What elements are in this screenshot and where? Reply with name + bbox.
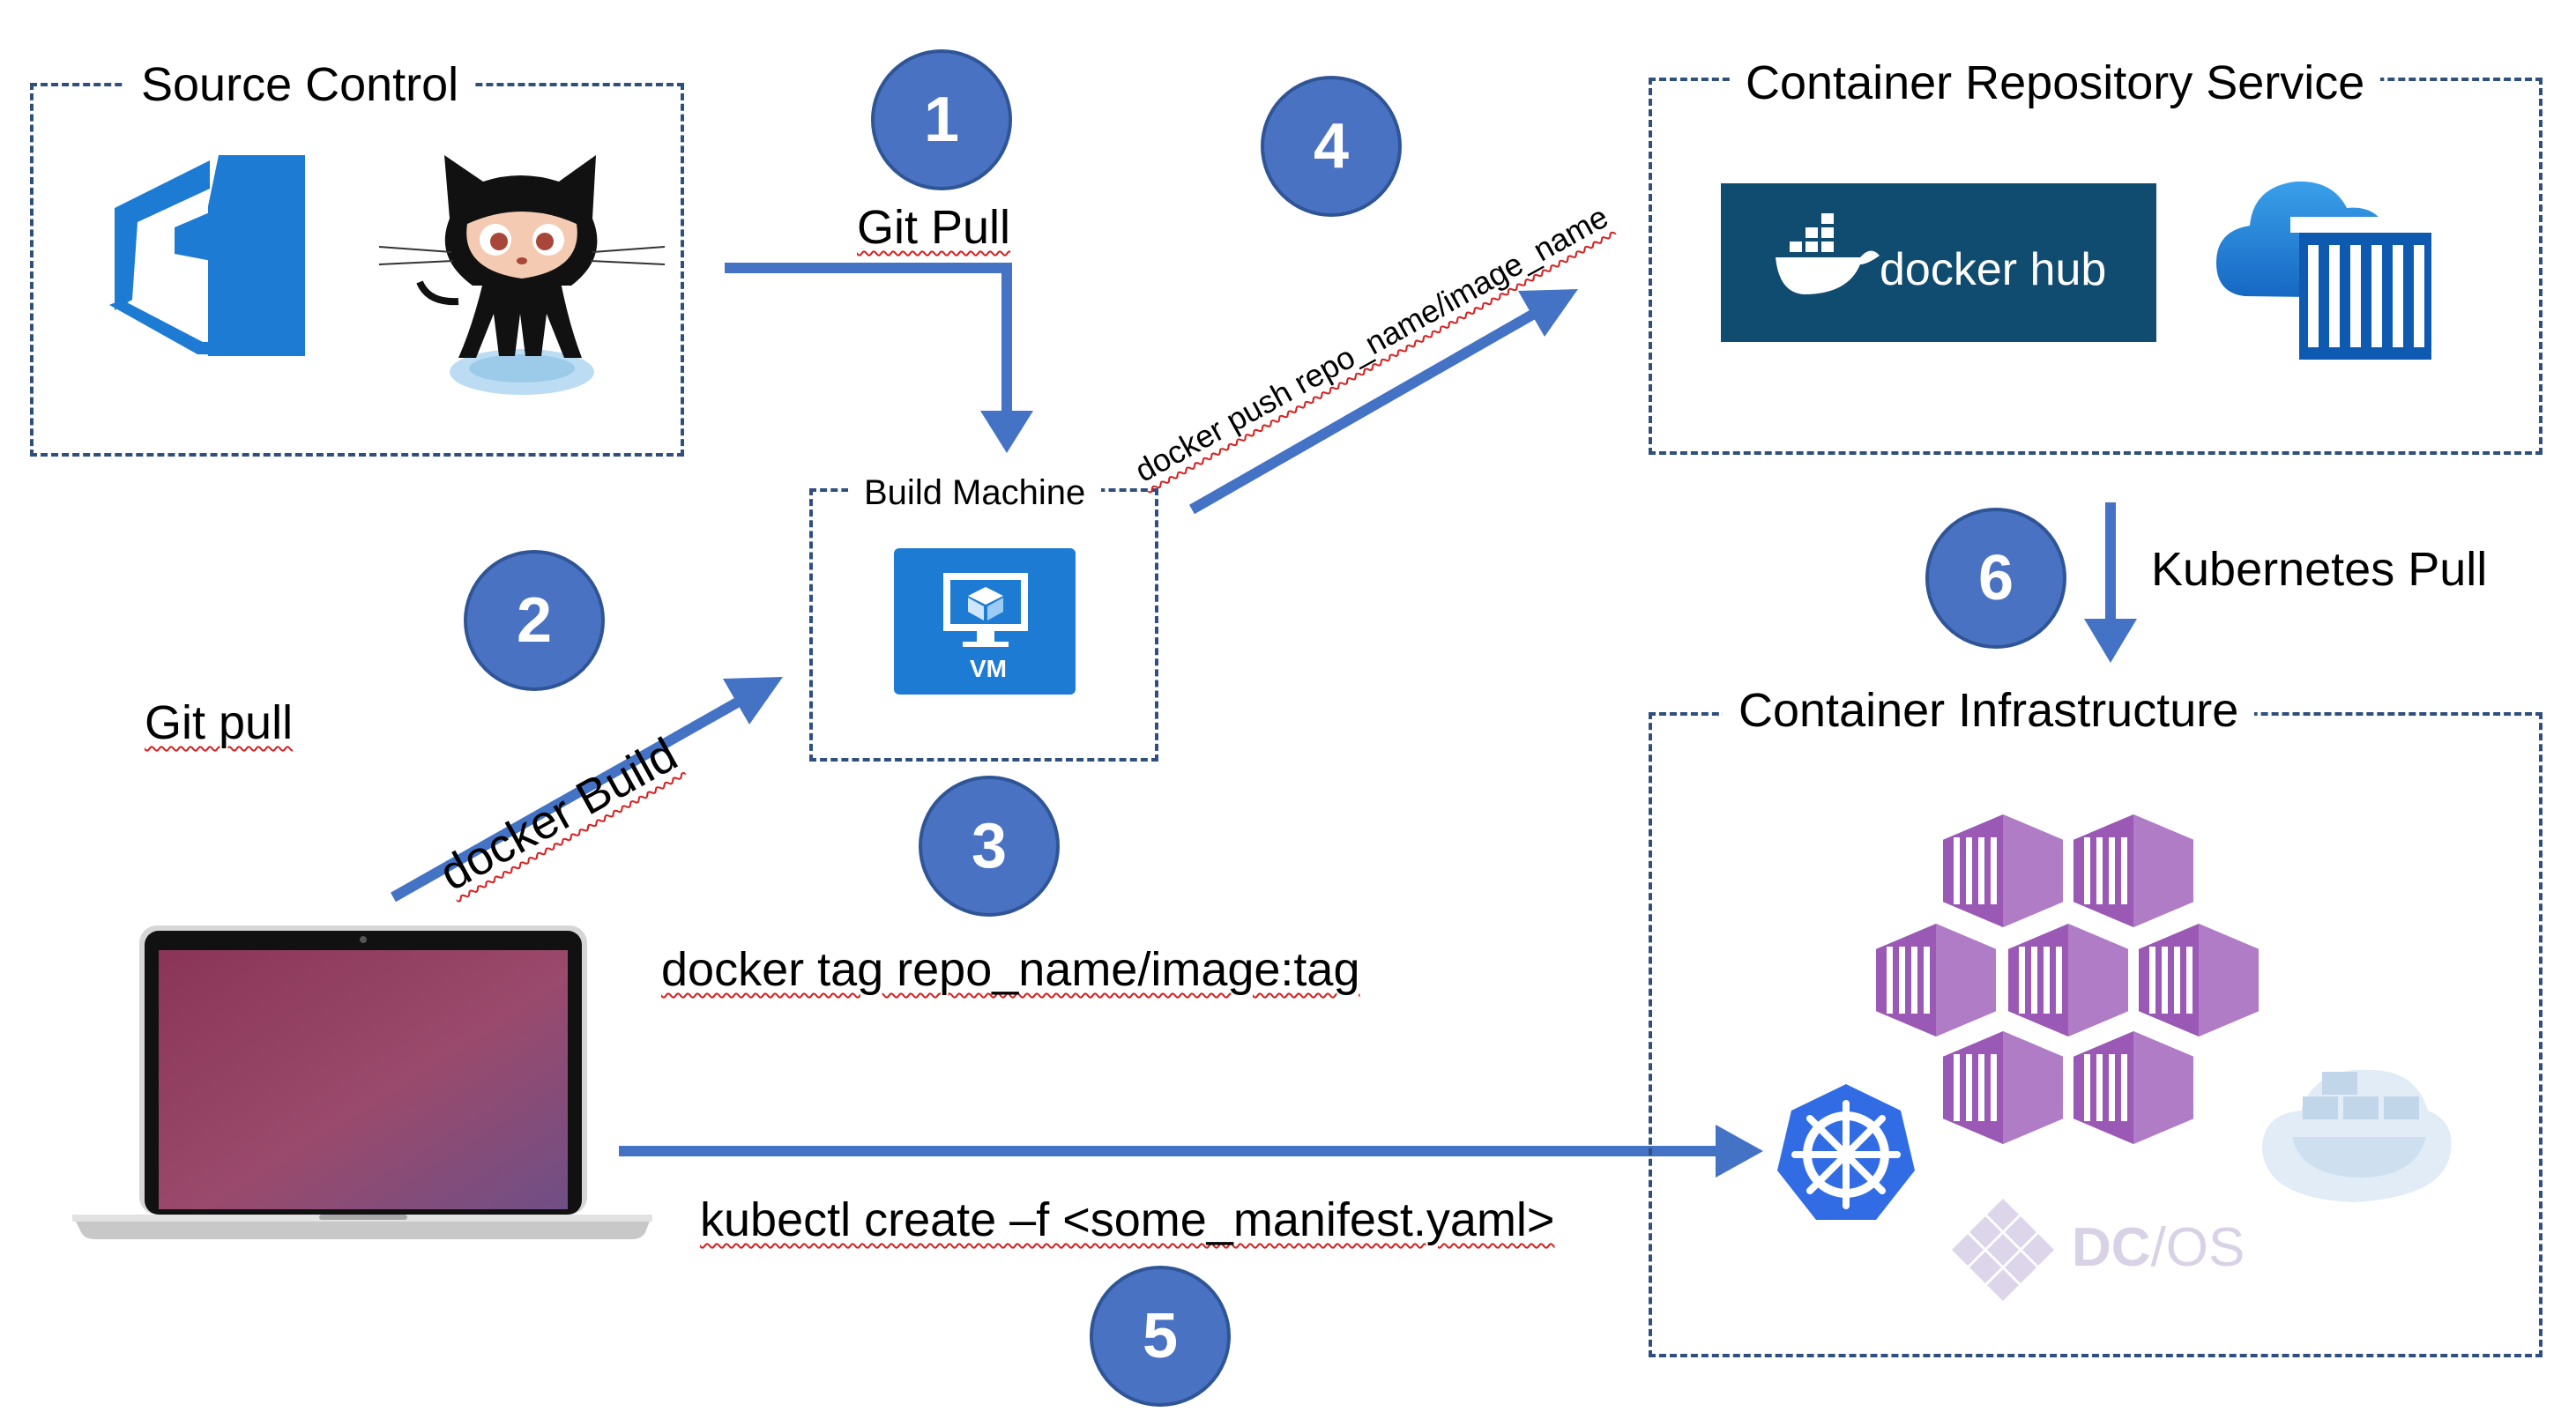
kubectl-label: kubectl create –f <some_manifest.yaml> [700, 1192, 1554, 1248]
container-tile [1943, 814, 2063, 927]
build-machine-title: Build Machine [848, 471, 1102, 515]
docker-tag-label: docker tag repo_name/image:tag [661, 941, 1360, 998]
step-6-badge: 6 [1925, 508, 2066, 649]
azure-devops-icon [109, 155, 305, 356]
arrow-docker-push [1189, 289, 1578, 515]
step-4-badge: 4 [1261, 76, 1402, 217]
build-machine-box [809, 488, 1158, 762]
kubernetes-icon [1777, 1084, 1915, 1220]
laptop-icon [72, 925, 652, 1239]
container-tile [1943, 1031, 2063, 1144]
step-2-badge: 2 [464, 550, 605, 691]
source-control-title: Source Control [125, 56, 475, 113]
container-tile [2139, 924, 2259, 1037]
git-pull-left-label: Git pull [145, 695, 293, 751]
docker-swarm-icon [2262, 1069, 2452, 1202]
dcos-text: DC/OS [2072, 1216, 2245, 1280]
step-3-badge: 3 [919, 776, 1060, 917]
source-control-box [30, 83, 684, 457]
container-repo-title: Container Repository Service [1730, 55, 2381, 111]
git-pull-top-label: Git Pull [857, 199, 1010, 256]
container-cluster-icon [1876, 814, 2259, 1144]
step-5-badge: 5 [1090, 1266, 1231, 1407]
arrow-docker-build [391, 677, 783, 903]
git-pull-top-text: Git Pull [857, 201, 1011, 254]
container-tile [2073, 1031, 2193, 1144]
container-tile [1876, 924, 1996, 1037]
azure-container-registry-icon [2216, 181, 2440, 360]
dcos-text-dc: DC [2072, 1217, 2151, 1278]
github-octocat-icon [378, 155, 666, 395]
arrow-kubernetes-pull [2084, 502, 2137, 663]
dcos-logo [1952, 1199, 2054, 1301]
container-infra-title: Container Infrastructure [1723, 682, 2255, 739]
docker-hub-logo [1721, 183, 2156, 342]
dcos-text-os: /OS [2150, 1217, 2245, 1278]
azure-vm-icon [894, 548, 1076, 695]
kubectl-text: kubectl create –f <some_manifest.yaml> [700, 1193, 1555, 1246]
docker-hub-text: docker hub [1880, 244, 2107, 295]
step-1-badge: 1 [871, 49, 1012, 190]
vm-label: VM [970, 655, 1007, 682]
docker-tag-text: docker tag repo_name/image:tag [661, 943, 1360, 996]
arrow-git-pull [725, 263, 1033, 453]
git-pull-left-text: Git pull [145, 696, 294, 749]
arrow-kubectl [619, 1125, 1763, 1178]
container-tile [2008, 924, 2128, 1037]
kubernetes-pull-label: Kubernetes Pull [2151, 543, 2488, 596]
container-tile [2073, 814, 2193, 927]
